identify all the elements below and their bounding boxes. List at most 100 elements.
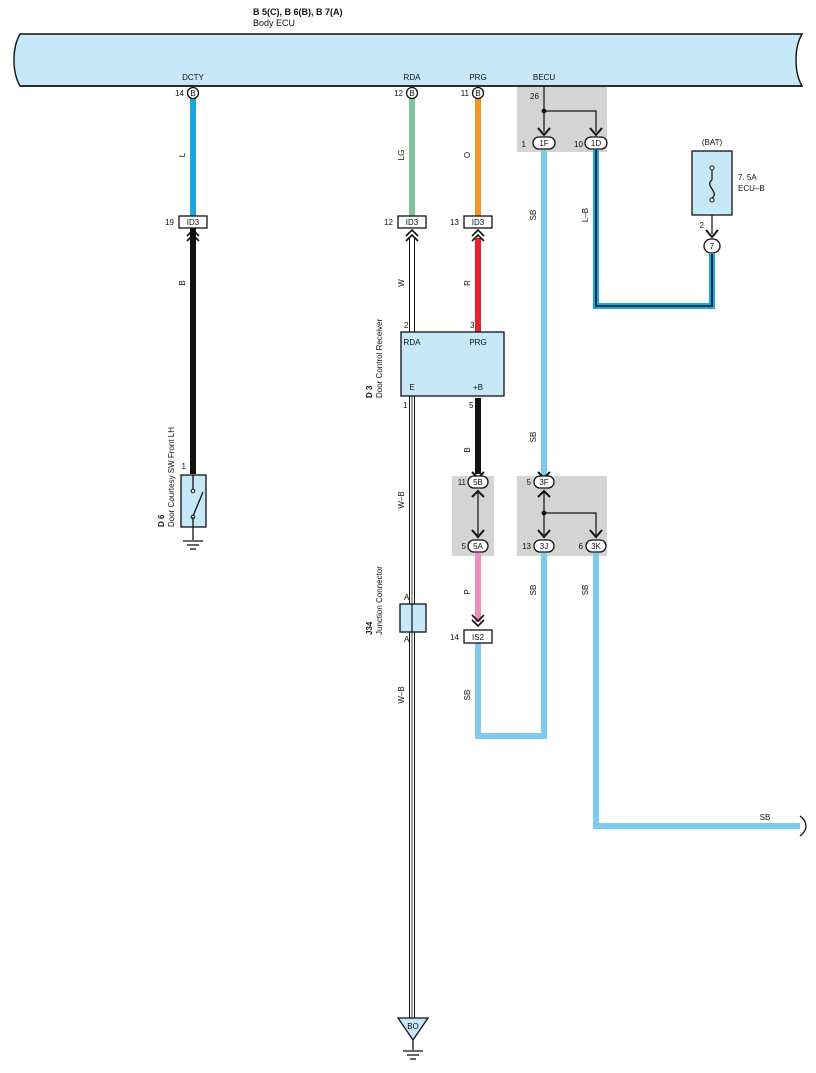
receiver-term-plusb: +B [473, 383, 483, 392]
ecu-pin-number-dcty: 14 [175, 89, 184, 98]
wire-label-sb-3k: SB [581, 585, 590, 596]
wire-label-sb-mid: SB [529, 432, 538, 443]
door-switch-code: D 6 [157, 514, 166, 527]
splice-5-internals: 11 5B 5 5A [458, 471, 489, 553]
ecu-subtitle: Body ECU [253, 18, 295, 28]
ecu-pin-label-dcty: DCTY [182, 73, 204, 82]
door-courtesy-switch: 1 [180, 462, 207, 540]
wire-label-wb-lower: W–B [397, 686, 406, 703]
svg-text:14: 14 [450, 633, 459, 642]
wire-label-sb-lower-left: SB [463, 690, 472, 701]
ecu-pin-conn-rda: B [409, 89, 414, 98]
wire-lb-stripe [595, 150, 713, 307]
wire-label-sb-upper: SB [529, 210, 538, 221]
svg-text:ID3: ID3 [472, 218, 485, 227]
inline-connector-is2-14: 14 IS2 [450, 614, 493, 644]
junction-connector-name: Junction Connector [375, 566, 384, 635]
svg-text:12: 12 [384, 218, 393, 227]
ecu-pin-number-prg: 11 [461, 89, 470, 98]
receiver-term-rda: RDA [404, 338, 422, 347]
fuse-source: (BAT) [702, 138, 723, 147]
connector-3k-number: 6 [579, 542, 584, 551]
wire-label-b-dcty: B [178, 280, 187, 285]
fuse-terminal-top [709, 165, 715, 171]
fuse-pin: 2 [700, 221, 705, 230]
wire-continuation-mark [799, 815, 807, 837]
receiver-code: D 3 [365, 385, 374, 398]
splice-3-internals: 5 3F 13 3J 6 3K [522, 471, 607, 553]
receiver-pin-prg: 3 [470, 321, 475, 330]
connector-5a-label: 5A [473, 542, 483, 551]
wire-label-lg: LG [397, 150, 406, 161]
wire-label-p: P [463, 589, 472, 594]
connector-3j [533, 539, 555, 553]
fuse-rating: 7. 5A [738, 173, 757, 182]
svg-text:10: 10 [574, 140, 583, 149]
ground-point-bo [396, 1017, 430, 1042]
receiver-pin-plusb: 5 [469, 401, 474, 410]
door-control-receiver [400, 331, 505, 397]
jb-top-branch [544, 110, 597, 132]
connector-1d: 10 1D [574, 136, 608, 150]
connector-3f-number: 5 [527, 478, 532, 487]
ecu-pin-label-becu: BECU [533, 73, 555, 82]
ecu-pin-number-rda: 12 [394, 89, 403, 98]
svg-text:13: 13 [450, 218, 459, 227]
door-switch-pin: 1 [182, 462, 187, 471]
svg-text:1F: 1F [539, 139, 548, 148]
wire-label-o: O [463, 152, 472, 158]
ground-symbol-bo [403, 1050, 423, 1060]
jb-top-arrow-left [537, 127, 551, 137]
wire-label-b-plusb: B [463, 447, 472, 452]
wire-label-sb-3j: SB [529, 585, 538, 596]
inline-connector-id3-12: 12 ID3 [384, 215, 427, 242]
connector-5b-number: 11 [458, 478, 467, 487]
becu-pin-number: 26 [530, 92, 539, 101]
wire-label-sb-bottom: SB [760, 813, 771, 822]
svg-text:ID3: ID3 [187, 218, 200, 227]
ecu-pin-dcty: 14 B [175, 86, 200, 100]
connector-3j-label: 3J [540, 542, 548, 551]
wire-label-wb-upper: W–B [397, 491, 406, 508]
wire-label-r: R [463, 280, 472, 286]
fuse-name: ECU–B [738, 184, 765, 193]
connector-5b [467, 475, 489, 489]
wire-label-lb: L–B [581, 208, 590, 222]
ecu-pin-conn-prg: B [475, 89, 480, 98]
receiver-pin-rda: 2 [404, 321, 409, 330]
junction-connector-top-pin: A [404, 593, 410, 602]
ecu-pin-prg: 11 B [461, 86, 485, 100]
svg-text:1D: 1D [591, 139, 601, 148]
wire-sb-3k [593, 553, 800, 829]
receiver-term-e: E [409, 383, 414, 392]
junction-connector [399, 603, 427, 633]
connector-3k-label: 3K [591, 542, 601, 551]
receiver-term-prg: PRG [469, 338, 486, 347]
ecu-pin-label-rda: RDA [404, 73, 422, 82]
svg-text:IS2: IS2 [472, 633, 485, 642]
junction-connector-code: J34 [365, 621, 374, 635]
ecu-pin-label-prg: PRG [469, 73, 486, 82]
fuse-arrow [705, 229, 719, 239]
ground-label: BO [407, 1022, 419, 1031]
connector-3f-label: 3F [539, 478, 548, 487]
inline-connector-id3-19: 19 ID3 [165, 215, 208, 242]
wire-label-l: L [178, 152, 187, 157]
fuse-element [709, 179, 715, 199]
ground-symbol-switch [183, 540, 203, 550]
connector-5a-number: 5 [462, 542, 467, 551]
connector-3f [533, 475, 555, 489]
fuse-terminal-bottom [709, 197, 715, 203]
wire-sb-is2-3j [475, 553, 547, 739]
connector-5b-label: 5B [473, 478, 483, 487]
connector-3j-number: 13 [522, 542, 531, 551]
fuse-connector-label: 7 [710, 242, 715, 251]
svg-text:ID3: ID3 [406, 218, 419, 227]
jb-top-arrow-right [589, 127, 603, 137]
connector-3k [585, 539, 607, 553]
svg-text:1: 1 [522, 140, 527, 149]
connector-5a [467, 539, 489, 553]
fuse-box [691, 150, 733, 216]
wire-label-w: W [397, 279, 406, 287]
